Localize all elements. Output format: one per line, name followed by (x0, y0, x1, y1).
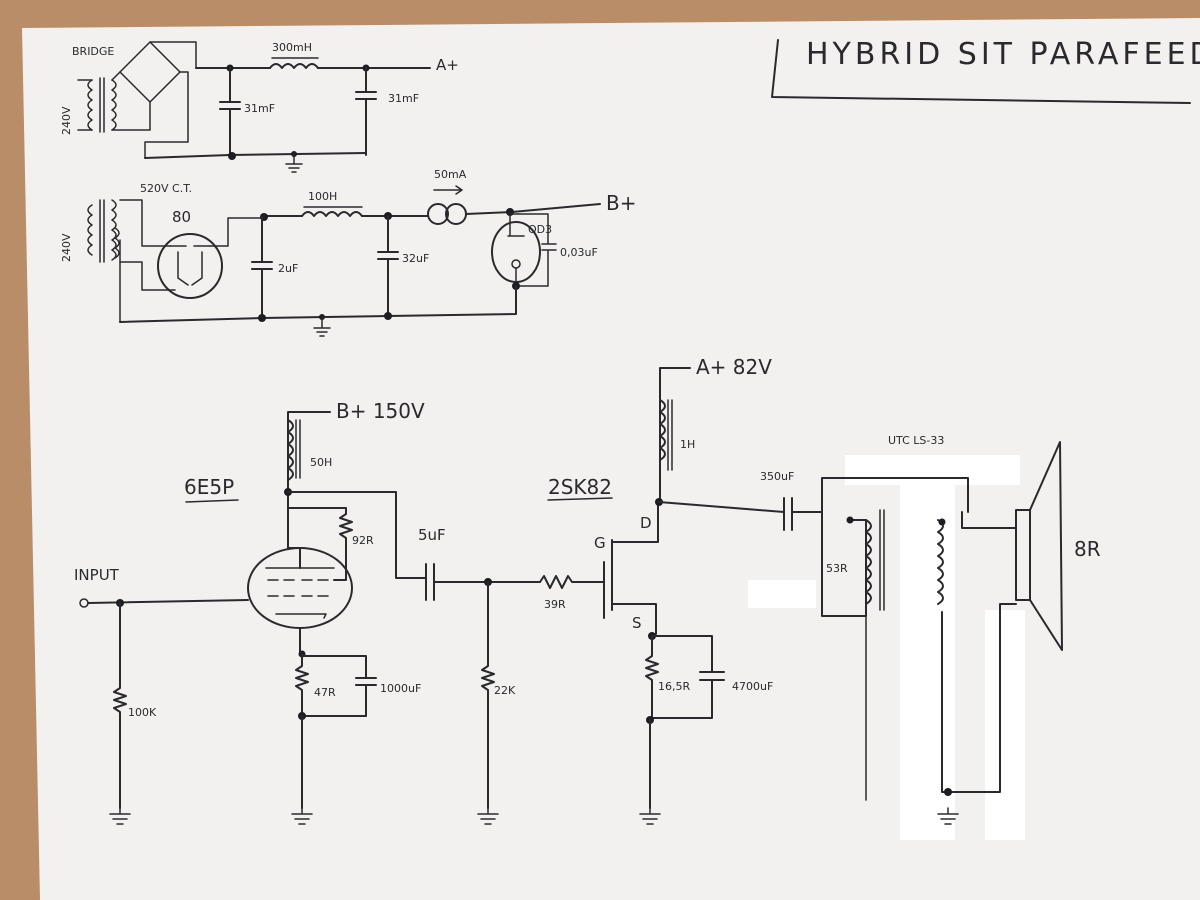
cathode-cap-label: 1000uF (380, 682, 421, 695)
psu-a-transformer-label: 240V (60, 106, 73, 135)
screen-resistor-label: 92R (352, 534, 374, 547)
speaker-label: 8R (1074, 537, 1101, 561)
erased-patch (748, 580, 816, 608)
source-resistor-label: 16,5R (658, 680, 690, 693)
source-cap-label: 4700uF (732, 680, 773, 693)
psu-b-cap3-label: 0,03uF (560, 246, 598, 259)
output-transformer-label: UTC LS-33 (888, 434, 944, 447)
ground-icon (477, 807, 499, 825)
psu-a: 240V BRIDGE 300mH A+ 31mF 31mF (60, 41, 459, 173)
primary-resistor-label: 53R (826, 562, 848, 575)
ccs-label: 50mA (434, 168, 467, 181)
rectifier-tube-icon (157, 233, 223, 299)
erased-patch (985, 610, 1025, 840)
psu-a-choke-label: 300mH (272, 41, 312, 54)
cathode-resistor-label: 47R (314, 686, 336, 699)
output-cap-label: 350uF (760, 470, 794, 483)
psu-b: 240V 520V C.T. 80 100H 50mA B+ 2uF 32uF (60, 168, 636, 337)
fet-label: 2SK82 (548, 475, 612, 499)
psu-a-cap1-label: 31mF (244, 102, 275, 115)
ground-icon (109, 807, 131, 825)
psu-b-cap2-label: 32uF (402, 252, 429, 265)
psu-b-cap1-label: 2uF (278, 262, 298, 275)
rectifier-label: 80 (172, 208, 191, 226)
drain-choke-label: 1H (680, 438, 695, 451)
ground-icon (285, 153, 303, 173)
title-block: HYBRID SIT PARAFEED (771, 37, 1200, 104)
gate-leak-label: 22K (494, 684, 516, 697)
source-pin-label: S (632, 614, 642, 632)
input-label: INPUT (74, 566, 120, 584)
regulator-label: OD3 (528, 223, 552, 236)
ground-icon (937, 807, 959, 825)
grid-resistor-label: 100K (128, 706, 157, 719)
ground-icon (639, 807, 661, 825)
plate-choke-label: 50H (310, 456, 332, 469)
drain-pin-label: D (640, 514, 652, 532)
schematic-title: HYBRID SIT PARAFEED (806, 37, 1200, 72)
psu-a-rail-label: A+ (436, 56, 459, 74)
psu-b-rail-label: B+ (606, 191, 636, 215)
tube-label: 6E5P (184, 475, 234, 499)
gate-pin-label: G (594, 534, 606, 552)
ground-icon (291, 807, 313, 825)
psu-b-choke-label: 100H (308, 190, 337, 203)
b-rail-label: B+ 150V (336, 399, 425, 423)
a-rail-label: A+ 82V (696, 355, 772, 379)
bridge-label: BRIDGE (72, 45, 114, 58)
erased-patch (900, 485, 955, 840)
gate-resistor-label: 39R (544, 598, 566, 611)
erased-patch (845, 455, 1020, 485)
ccs-icon (427, 203, 449, 225)
amplifier: INPUT 100K 6E5P B+ 150V 50H 92R 5uF (74, 355, 1101, 825)
psu-a-cap2-label: 31mF (388, 92, 419, 105)
secondary-label: 520V C.T. (140, 182, 192, 195)
psu-b-transformer-label: 240V (60, 233, 73, 262)
ground-icon (313, 316, 331, 337)
coupling-cap-label: 5uF (418, 526, 446, 544)
